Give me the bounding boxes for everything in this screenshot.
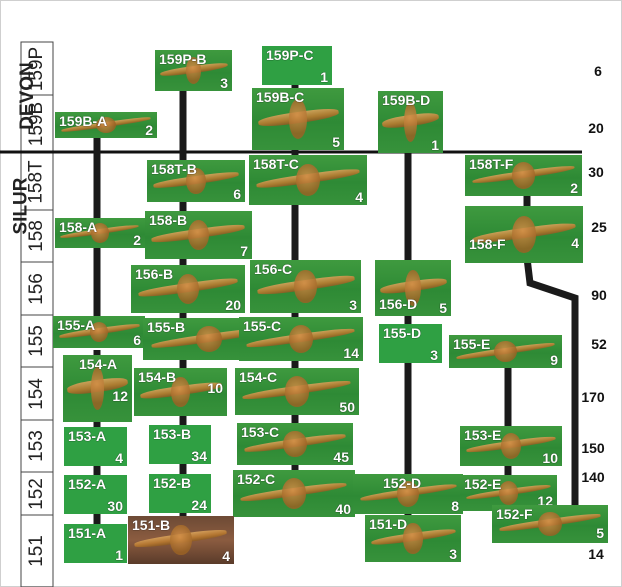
total-158t: 30	[588, 164, 604, 180]
total-155: 52	[591, 336, 607, 352]
layer-154: 154	[25, 377, 47, 410]
layer-159b: 159B	[26, 101, 47, 147]
total-153: 150	[581, 440, 605, 456]
total-152: 140	[581, 469, 605, 485]
total-154: 170	[581, 389, 605, 405]
layer-158t: 158T	[26, 159, 47, 204]
layer-156: 156	[25, 272, 47, 305]
total-159p: 6	[594, 63, 602, 79]
layer-158: 158	[25, 220, 47, 252]
total-151: 14	[588, 546, 604, 562]
layer-151: 151	[25, 535, 47, 567]
total-159b: 20	[588, 120, 604, 136]
layer-155: 155	[25, 325, 47, 357]
layer-153: 153	[25, 430, 47, 462]
total-158: 25	[591, 219, 607, 235]
layer-152: 152	[25, 477, 47, 510]
layer-159p: 159P	[26, 46, 47, 91]
layer-grid	[20, 41, 54, 587]
total-156: 90	[591, 287, 607, 303]
